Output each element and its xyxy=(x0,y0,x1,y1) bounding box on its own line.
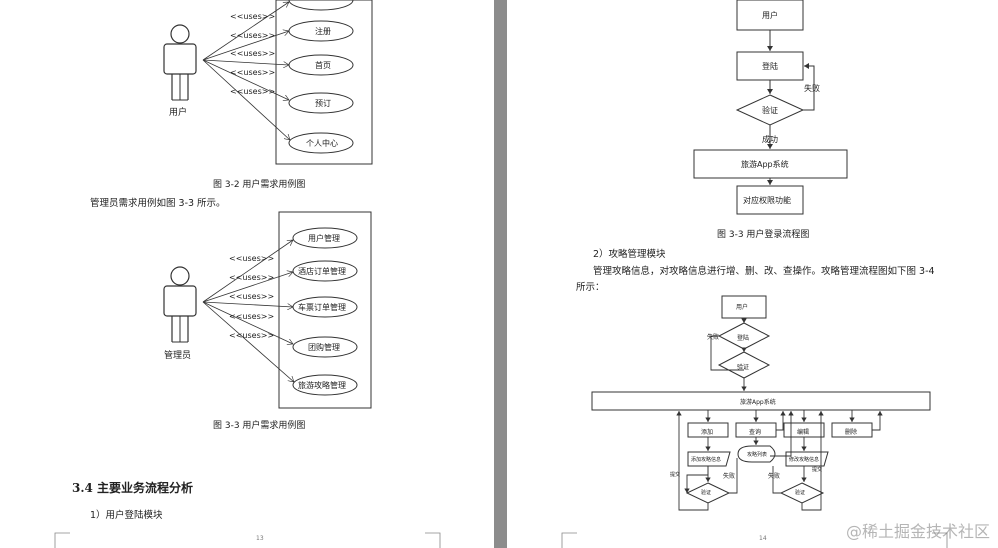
uses-label: <<uses>> xyxy=(230,87,276,96)
watermark: @稀土掘金技术社区 xyxy=(845,522,990,541)
subsection-login: 1）用户登陆模块 xyxy=(90,510,163,521)
section-heading: 3.4 主要业务流程分析 xyxy=(72,481,194,495)
uses-label: <<uses>> xyxy=(230,31,276,40)
manage-verify-edit: 验证 xyxy=(795,490,806,496)
document-page-left: 用户 <<uses>> <<uses>> <<uses>> <<uses>> <… xyxy=(0,0,494,548)
uses-label: <<uses>> xyxy=(230,49,276,58)
use-case-user-mgmt: 用户管理 xyxy=(308,234,340,243)
flow-node-system: 旅游App系统 xyxy=(741,160,789,169)
uses-label: <<uses>> xyxy=(229,254,275,263)
system-boundary-top xyxy=(275,0,373,165)
manage-sub-add: 添加攻略信息 xyxy=(691,457,722,463)
use-case-ellipses-top xyxy=(288,0,354,154)
manage-sub-edit: 修改攻略信息 xyxy=(789,457,820,463)
manage-op-edit: 编辑 xyxy=(797,429,810,436)
manage-op-delete: 删除 xyxy=(845,429,858,436)
uses-lines-top xyxy=(202,2,290,140)
actor-user-figure xyxy=(163,24,197,101)
uses-label: <<uses>> xyxy=(230,68,276,77)
flow-node-user: 用户 xyxy=(762,11,778,20)
actor-label-admin: 管理员 xyxy=(164,351,192,361)
system-boundary-bottom xyxy=(278,211,372,409)
manage-node-login: 登陆 xyxy=(737,335,750,342)
uses-label: <<uses>> xyxy=(229,292,275,301)
figure-caption-bottom: 图 3-3 用户需求用例图 xyxy=(213,421,306,431)
paragraph-line-2: 所示： xyxy=(576,282,605,293)
manage-node-user: 用户 xyxy=(736,304,749,311)
page-number: 13 xyxy=(256,535,264,542)
uses-label: <<uses>> xyxy=(229,273,275,282)
figure-caption-top: 图 3-2 用户需求用例图 xyxy=(213,180,306,190)
manage-edge-fail: 失败 xyxy=(707,334,720,341)
manage-verify-add: 验证 xyxy=(701,490,712,496)
flow-edge-success: 成功 xyxy=(762,135,778,144)
manage-fail-add: 失败 xyxy=(723,473,736,480)
login-flow-arrows xyxy=(767,30,815,185)
flow-node-function: 对应权限功能 xyxy=(743,196,791,205)
figure-caption-login-flow: 图 3-3 用户登录流程图 xyxy=(717,230,810,240)
intro-text: 管理员需求用例如图 3-3 所示。 xyxy=(90,198,226,209)
manage-flow-lines xyxy=(676,318,883,511)
flow-edge-fail: 失败 xyxy=(804,84,820,93)
use-case-hotel-orders: 酒店订单管理 xyxy=(298,267,346,276)
subsection-guides: 2）攻略管理模块 xyxy=(593,249,666,260)
use-case-diagrams xyxy=(54,0,441,548)
page-number: 14 xyxy=(759,535,767,542)
uses-label: <<uses>> xyxy=(230,12,276,21)
use-case-group-buy: 团购管理 xyxy=(308,343,340,352)
flow-node-verify: 验证 xyxy=(762,106,778,115)
manage-sub-query: 攻略列表 xyxy=(747,452,768,458)
manage-node-verify: 验证 xyxy=(737,364,750,371)
actor-label-user: 用户 xyxy=(169,108,188,118)
paragraph-line-1: 管理攻略信息，对攻略信息进行增、删、改、查操作。攻略管理流程图如下图 3-4 xyxy=(593,266,935,277)
use-case-profile: 个人中心 xyxy=(306,139,338,148)
use-case-register: 注册 xyxy=(315,27,331,36)
uses-label: <<uses>> xyxy=(229,312,275,321)
page-corner-marks xyxy=(561,532,948,548)
use-case-guides: 旅游攻略管理 xyxy=(298,381,346,390)
manage-submit-edit: 提交 xyxy=(812,467,823,473)
use-case-ticket-orders: 车票订单管理 xyxy=(298,303,346,312)
actor-admin-figure xyxy=(163,266,197,343)
page-corner-marks xyxy=(54,532,441,548)
manage-op-add: 添加 xyxy=(701,429,714,436)
uses-label: <<uses>> xyxy=(229,331,275,340)
uses-lines-bottom xyxy=(202,240,294,382)
manage-fail-edit: 失败 xyxy=(768,473,781,480)
manage-node-system: 旅游App系统 xyxy=(740,399,776,406)
flow-node-login: 登陆 xyxy=(762,62,778,71)
use-case-booking: 预订 xyxy=(315,99,331,108)
flowcharts xyxy=(561,0,948,548)
document-page-right: 用户 登陆 验证 失败 成功 旅游App系统 对应权限功能 图 3-3 用户登录… xyxy=(507,0,998,548)
use-case-ellipses-bottom xyxy=(292,227,358,396)
manage-submit: 提交 xyxy=(670,472,681,478)
use-case-home: 首页 xyxy=(315,61,331,70)
manage-op-query: 查询 xyxy=(749,429,762,436)
